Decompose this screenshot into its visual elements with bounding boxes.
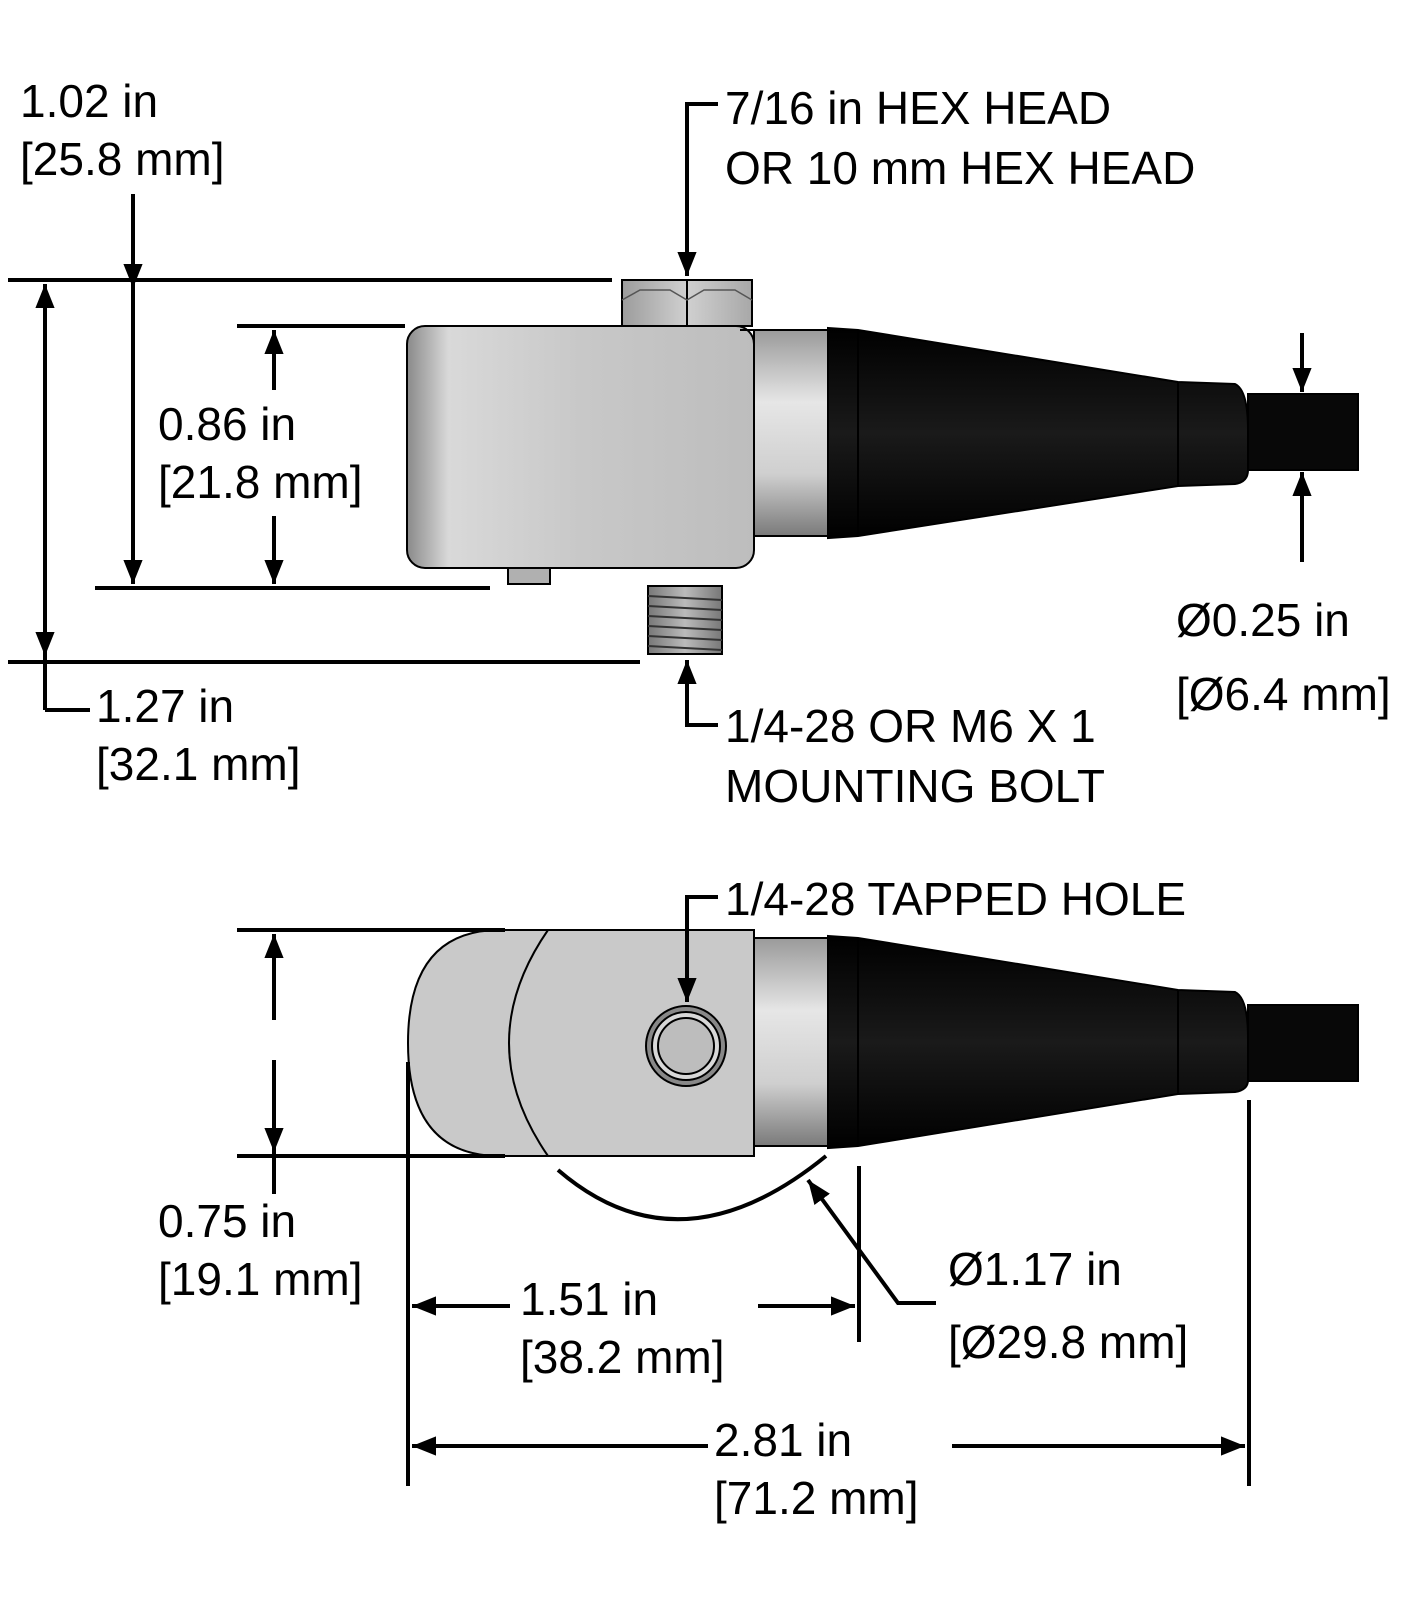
top-view: 1/4-28 TAPPED HOLE 0.75 in [19.1 mm] 1.5… [158, 873, 1359, 1524]
side-view: 1.02 in [25.8 mm] 0.86 in [21.8 mm] 1.27… [8, 75, 1391, 812]
cable-boot-top [827, 934, 1249, 1150]
mounting-bolt [647, 585, 723, 655]
cable-diameter-mm: [Ø6.4 mm] [1176, 668, 1391, 720]
total-height-mm: [32.1 mm] [96, 738, 301, 790]
cable [1247, 393, 1359, 471]
mounting-bolt-callout-line2: MOUNTING BOLT [725, 760, 1105, 812]
connector-collar [753, 329, 829, 537]
swing-diameter-mm: [Ø29.8 mm] [948, 1316, 1188, 1368]
tapped-hole-callout: 1/4-28 TAPPED HOLE [725, 873, 1186, 925]
width-inch: 0.75 in [158, 1195, 296, 1247]
locating-tab [507, 567, 551, 585]
cable-boot [827, 326, 1249, 540]
overall-height-inch: 1.02 in [20, 75, 158, 127]
sensor-body [406, 325, 755, 569]
hex-head-callout-line2: OR 10 mm HEX HEAD [725, 142, 1195, 194]
body-height-inch: 0.86 in [158, 398, 296, 450]
length-to-swing-mm: [38.2 mm] [520, 1331, 725, 1383]
width-mm: [19.1 mm] [158, 1253, 363, 1305]
total-height-inch: 1.27 in [96, 680, 234, 732]
sensor-body-top [406, 929, 755, 1157]
hex-head-callout-line1: 7/16 in HEX HEAD [725, 82, 1111, 134]
length-to-swing-inch: 1.51 in [520, 1273, 658, 1325]
swing-arc [556, 1154, 828, 1222]
body-height-mm: [21.8 mm] [158, 456, 363, 508]
overall-length-mm: [71.2 mm] [714, 1472, 919, 1524]
swing-diameter-inch: Ø1.17 in [948, 1243, 1122, 1295]
overall-height-mm: [25.8 mm] [20, 133, 225, 185]
hex-head [621, 279, 753, 327]
mounting-bolt-callout-line1: 1/4-28 OR M6 X 1 [725, 700, 1096, 752]
cable-top [1247, 1004, 1359, 1082]
connector-collar-top [753, 937, 829, 1147]
cable-diameter-inch: Ø0.25 in [1176, 594, 1350, 646]
tapped-hole [645, 1005, 727, 1087]
overall-length-inch: 2.81 in [714, 1414, 852, 1466]
